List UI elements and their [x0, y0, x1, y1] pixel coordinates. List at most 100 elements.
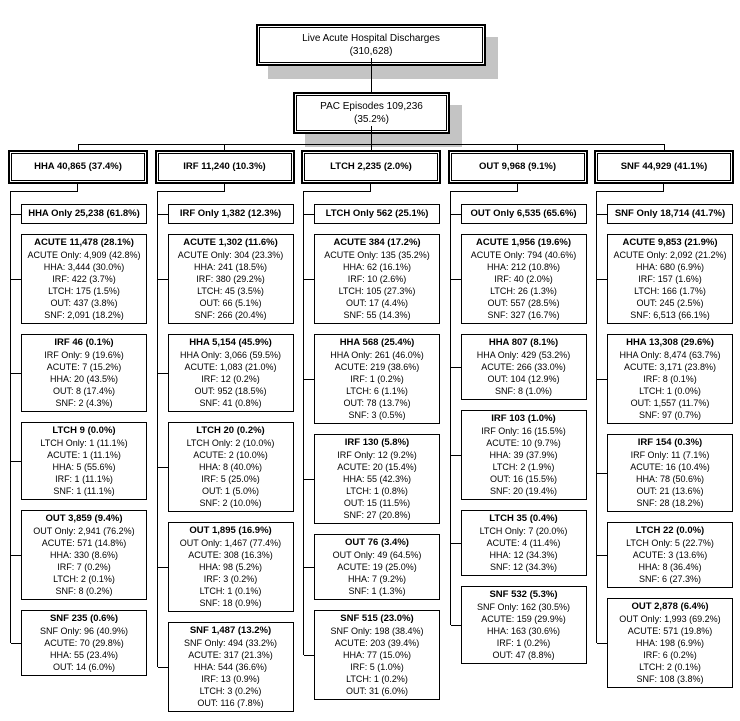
mix-node: IRF 103 (1.0%) IRF Only: 16 (15.5%) ACUTE…: [450, 410, 587, 500]
mix-node-line: LTCH: 166 (1.7%): [634, 286, 706, 296]
mix-node-title: LTCH 9 (0.0%): [52, 425, 116, 436]
mix-node: HHA 568 (25.4%) HHA Only: 261 (46.0%)ACU…: [304, 334, 440, 424]
category-header: SNF 44,929 (41.1%): [594, 150, 734, 184]
category-header: HHA 40,865 (37.4%): [8, 150, 148, 184]
mix-node-line: IRF: 12 (0.2%): [201, 374, 260, 384]
mix-node-line: HHA Only: 429 (53.2%): [476, 350, 571, 360]
mix-node-title: ACUTE 1,302 (11.6%): [183, 237, 278, 248]
only-node: SNF Only 18,714 (41.7%): [597, 204, 733, 224]
mix-node-line: LTCH: 3 (0.2%): [199, 686, 262, 696]
connector-header-elbow: [596, 184, 664, 192]
mix-node-title: HHA 5,154 (45.9%): [189, 337, 272, 348]
category-header-label: OUT 9,968 (9.1%): [450, 153, 585, 181]
mix-node-line: SNF: 55 (14.3%): [343, 310, 411, 320]
mix-node-line: IRF: 3 (0.2%): [203, 574, 258, 584]
mix-node-line: ACUTE: 159 (29.9%): [481, 614, 566, 624]
connector-rail-drop: [517, 144, 518, 150]
mix-node: OUT 1,895 (16.9%) OUT Only: 1,467 (77.4%…: [157, 522, 294, 612]
mix-node-line: HHA: 241 (18.5%): [193, 262, 268, 272]
mix-node-line: IRF: 1 (0.2%): [496, 638, 551, 648]
mix-node-line: ACUTE Only: 2,092 (21.2%): [613, 250, 727, 260]
mix-node-line: HHA: 680 (6.9%): [635, 262, 705, 272]
only-node: IRF Only 1,382 (12.3%): [157, 204, 294, 224]
connector-rail-drop: [663, 144, 665, 150]
mix-node-title: SNF 235 (0.6%): [49, 613, 119, 624]
mix-node-line: OUT: 116 (7.8%): [197, 698, 264, 708]
mix-node-line: ACUTE: 70 (29.8%): [44, 638, 124, 648]
category-header: IRF 11,240 (10.3%): [154, 150, 295, 184]
mix-node-line: IRF: 5 (25.0%): [201, 474, 260, 484]
mix-node-line: SNF Only: 198 (38.4%): [330, 626, 424, 636]
connector-trunk: [10, 192, 11, 643]
mix-node: HHA 13,308 (29.6%) HHA Only: 8,474 (63.7…: [597, 334, 733, 424]
mix-node: ACUTE 11,478 (28.1%) ACUTE Only: 4,909 (…: [11, 234, 147, 324]
mix-node: IRF 130 (5.8%) IRF Only: 12 (9.2%) ACUTE:…: [304, 434, 440, 524]
mix-node: SNF 235 (0.6%) SNF Only: 96 (40.9%)ACUTE…: [11, 610, 147, 676]
mix-node-line: ACUTE: 317 (21.3%): [188, 650, 273, 660]
mix-node-line: IRF Only: 16 (15.5%): [481, 426, 566, 436]
mix-node-title: IRF 103 (1.0%): [491, 413, 556, 424]
mix-node-line: SNF: 6 (27.3%): [638, 574, 702, 584]
mix-node-line: IRF Only: 11 (7.1%): [630, 450, 710, 460]
mix-node-line: ACUTE: 16 (10.4%): [630, 462, 710, 472]
mix-node-title: LTCH 20 (0.2%): [196, 425, 265, 436]
mix-node: HHA 5,154 (45.9%) HHA Only: 3,066 (59.5%…: [157, 334, 294, 412]
mix-node-line: HHA Only: 3,066 (59.5%): [179, 350, 282, 360]
category-body: LTCH Only 562 (25.1%) ACUTE 384 (17.2%) …: [301, 184, 441, 712]
root-title: Live Acute Hospital Discharges: [302, 33, 440, 44]
mix-node-line: SNF Only: 494 (33.2%): [183, 638, 278, 648]
mix-node-line: ACUTE: 203 (39.4%): [334, 638, 420, 648]
mix-node-line: IRF: 5 (1.0%): [350, 662, 404, 672]
category-header-label: LTCH 2,235 (2.0%): [304, 153, 438, 181]
mix-node-line: ACUTE: 19 (25.0%): [337, 562, 417, 572]
mix-node-line: ACUTE: 10 (9.7%): [486, 438, 561, 448]
mix-node: SNF 532 (5.3%) SNF Only: 162 (30.5%)ACUT…: [450, 586, 587, 664]
connector-header-elbow: [449, 184, 518, 192]
mix-node-line: ACUTE: 2 (10.0%): [193, 450, 268, 460]
mix-node-line: IRF: 7 (0.2%): [57, 562, 111, 572]
mix-node: LTCH 22 (0.0%) LTCH Only: 5 (22.7%)ACUTE…: [597, 522, 733, 588]
category-column: OUT 9,968 (9.1%) OUT Only 6,535 (65.6%) …: [447, 144, 588, 712]
mix-node-line: IRF: 1 (11.1%): [55, 474, 113, 484]
mix-node-line: OUT: 8 (17.4%): [52, 386, 116, 396]
mix-node-line: IRF: 422 (3.7%): [52, 274, 116, 284]
category-header: OUT 9,968 (9.1%): [447, 150, 588, 184]
mix-node-line: OUT: 245 (2.5%): [636, 298, 704, 308]
category-header: LTCH 2,235 (2.0%): [301, 150, 441, 184]
root-node: Live Acute Hospital Discharges (310,628): [256, 24, 486, 66]
mix-node-line: ACUTE: 266 (33.0%): [481, 362, 566, 372]
connector-trunk: [596, 192, 597, 643]
mix-node: ACUTE 1,956 (19.6%) ACUTE Only: 794 (40.…: [450, 234, 587, 324]
category-header-label: HHA 40,865 (37.4%): [11, 153, 145, 181]
category-body: OUT Only 6,535 (65.6%) ACUTE 1,956 (19.6…: [448, 184, 588, 712]
mix-node-title: IRF 130 (5.8%): [344, 437, 410, 448]
mix-node-line: HHA: 55 (42.3%): [342, 474, 412, 484]
mix-node-title: SNF 532 (5.3%): [489, 589, 558, 600]
mix-node-title: OUT 2,878 (6.4%): [631, 601, 709, 612]
mix-node-line: ACUTE: 571 (19.8%): [627, 626, 713, 636]
mix-node-line: IRF Only: 12 (9.2%): [337, 450, 417, 460]
mix-node-line: HHA: 77 (15.0%): [342, 650, 412, 660]
mix-node-line: HHA: 330 (8.6%): [49, 550, 119, 560]
mix-node-line: HHA: 8 (40.0%): [198, 462, 263, 472]
mix-node-line: OUT: 31 (6.0%): [345, 686, 409, 696]
mix-node-line: LTCH: 1 (0.0%): [639, 386, 701, 396]
mix-node-line: OUT: 104 (12.9%): [487, 374, 560, 384]
mix-node-line: HHA: 544 (36.6%): [193, 662, 268, 672]
mix-node: OUT 3,859 (9.4%) OUT Only: 2,941 (76.2%)…: [11, 510, 147, 600]
mix-node-line: SNF: 2 (4.3%): [55, 398, 113, 408]
mix-node-line: LTCH: 1 (0.1%): [199, 586, 262, 596]
mix-node-line: LTCH Only: 5 (22.7%): [626, 538, 714, 548]
mix-node: OUT 2,878 (6.4%) OUT Only: 1,993 (69.2%)…: [597, 598, 733, 688]
mix-node-line: HHA: 12 (34.3%): [489, 550, 558, 560]
mix-node-line: HHA: 7 (9.2%): [347, 574, 407, 584]
mix-node-line: ACUTE Only: 304 (23.3%): [177, 250, 284, 260]
connector-header-elbow: [10, 184, 78, 192]
category-columns: HHA 40,865 (37.4%) HHA Only 25,238 (61.8…: [8, 144, 734, 712]
connector-rail-drop: [77, 144, 79, 150]
mix-node-title: ACUTE 11,478 (28.1%): [34, 237, 134, 248]
mix-node-line: ACUTE: 1 (11.1%): [47, 450, 121, 460]
mix-node-line: ACUTE: 20 (15.4%): [337, 462, 417, 472]
mix-node-line: SNF: 8 (0.2%): [55, 586, 113, 596]
mix-node-line: HHA: 198 (6.9%): [635, 638, 705, 648]
